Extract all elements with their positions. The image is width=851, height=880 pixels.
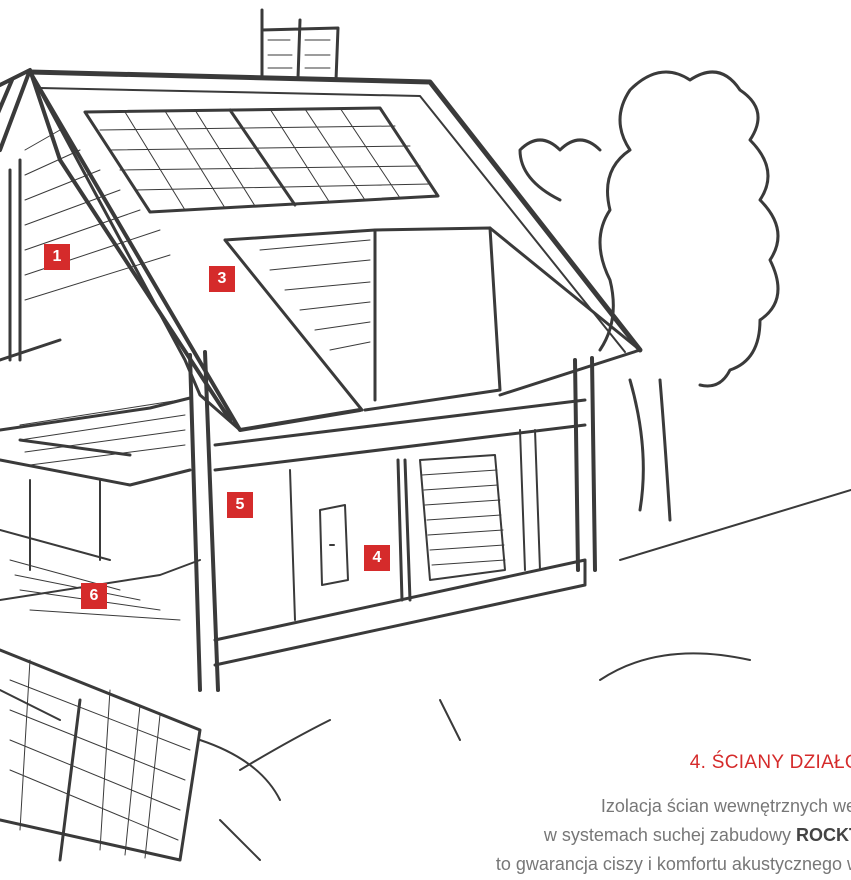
front-solar-fence <box>0 648 202 862</box>
dormer-hatch <box>259 239 371 351</box>
middle-post <box>396 458 412 602</box>
brand-name: ROCKT <box>796 825 851 845</box>
roof-solar-panels <box>83 106 440 214</box>
caption-line-2-text: w systemach suchej zabudowy <box>543 825 796 845</box>
front-roof-slab <box>28 70 362 432</box>
left-gable-wall <box>0 158 62 362</box>
caption-line-2: w systemach suchej zabudowy ROCKT <box>380 821 851 850</box>
ground-beam-bottom <box>213 558 587 667</box>
marker-5[interactable]: 5 <box>227 492 253 518</box>
left-ground-floor <box>0 479 201 601</box>
dormer <box>223 226 502 412</box>
foreground-stroke <box>199 739 281 861</box>
roof-solar-grid <box>99 107 431 211</box>
marker-1[interactable]: 1 <box>44 244 70 270</box>
interior-door <box>319 504 349 586</box>
roof-ridge <box>27 69 643 353</box>
left-floor-hatch <box>9 559 181 621</box>
right-roof <box>488 226 642 397</box>
upper-floor-slab <box>0 396 192 487</box>
section-caption: 4. ŚCIANY DZIAŁO Izolacja ścian wewnętrz… <box>380 752 851 879</box>
chimney <box>260 8 340 82</box>
right-post <box>573 356 597 572</box>
marker-3[interactable]: 3 <box>209 266 235 292</box>
roof-ridge-inner <box>39 87 626 353</box>
staircase <box>419 454 506 581</box>
tree <box>518 70 780 388</box>
upper-floor-hatch <box>19 399 186 466</box>
marker-6[interactable]: 6 <box>81 583 107 609</box>
ground-lines <box>0 489 851 771</box>
left-gable-hatch <box>24 129 171 301</box>
section-title: 4. ŚCIANY DZIAŁO <box>689 752 851 773</box>
front-solar-grid <box>9 659 191 859</box>
caption-line-3: to gwarancja ciszy i komfortu akustyczne… <box>495 854 851 874</box>
ground-beam-top <box>213 398 587 472</box>
marker-4[interactable]: 4 <box>364 545 390 571</box>
chimney-hatch <box>267 39 331 69</box>
front-post <box>188 350 220 692</box>
tree-trunk <box>628 378 672 522</box>
staircase-hatch <box>421 469 506 566</box>
partition-wall <box>289 429 541 621</box>
left-gable-roof <box>0 68 62 162</box>
caption-line-1: Izolacja ścian wewnętrznych weł <box>600 796 851 816</box>
